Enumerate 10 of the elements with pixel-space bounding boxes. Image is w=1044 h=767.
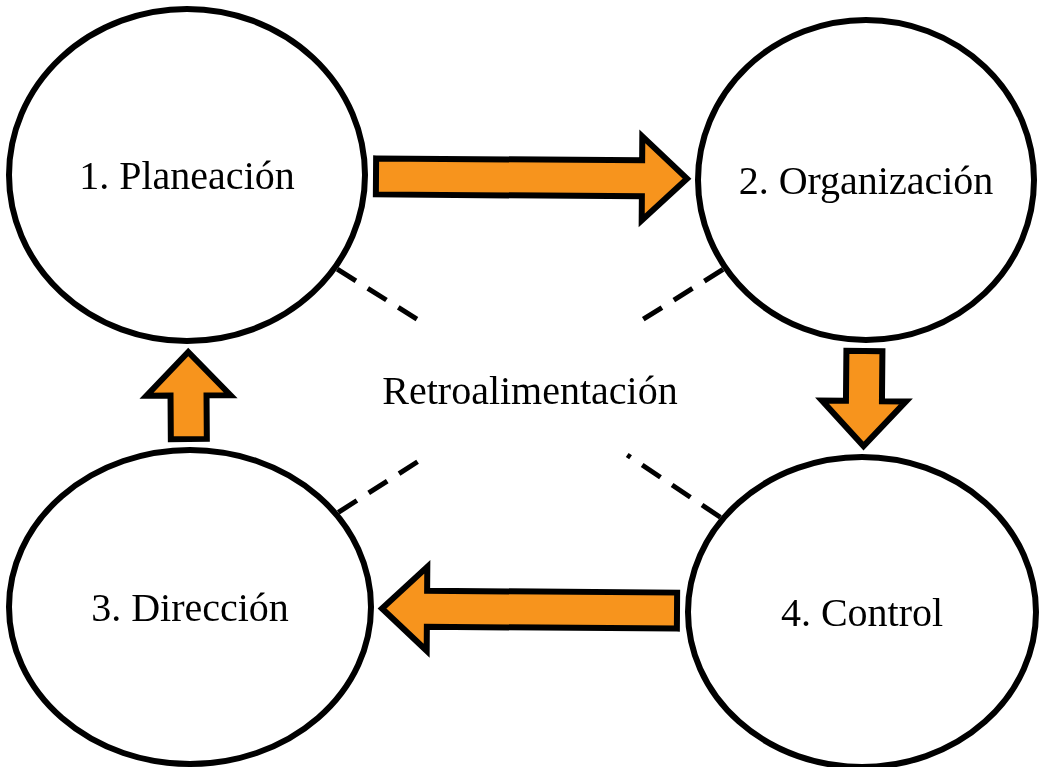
block-arrow (815, 347, 913, 451)
dashed-line (625, 452, 722, 520)
block-arrow (139, 347, 238, 443)
stage-label: 4. Control (780, 588, 944, 636)
stage-label: 1. Planeación (79, 151, 295, 199)
center-label: Retroalimentación (382, 366, 678, 414)
block-arrow (377, 559, 681, 658)
stage-label: 2. Organización (738, 156, 994, 204)
stage-label: 3. Dirección (91, 583, 289, 631)
block-arrow (372, 129, 692, 228)
